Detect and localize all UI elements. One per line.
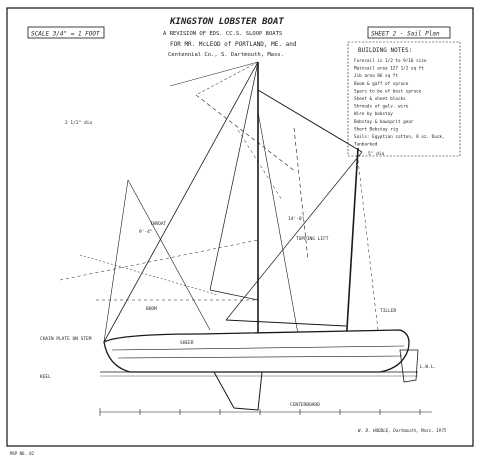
notes-line: Short Bobstay rig — [354, 126, 398, 132]
notes-line: Shrouds of galv. wire — [354, 104, 409, 110]
building-notes: BUILDING NOTES: Foresail is 1/2 to 9/16 … — [347, 41, 461, 157]
label-tiller: TILLER — [380, 308, 397, 314]
label-throat: THROAT — [150, 221, 167, 227]
mainmast — [345, 147, 359, 346]
drawn-by-signature: W. D. HUDDLE, Dartmouth, Mass. 1975 — [358, 428, 447, 433]
notes-heading: BUILDING NOTES: — [358, 47, 412, 54]
label-boom: BOOM — [146, 306, 157, 312]
label-jib-luff: 9'-4" — [139, 229, 153, 235]
notes-line: Sails: Egyptian cotton, 8 oz. Duck, — [354, 134, 445, 140]
station-baseline — [99, 408, 432, 416]
notes-line: Wire by bobstay — [354, 111, 393, 117]
label-keel: KEEL — [40, 374, 51, 380]
sheet-label: SHEET 2 - Sail Plan — [371, 31, 440, 38]
scale-box — [27, 26, 105, 39]
client-line: FOR MR. McLEOD of PORTLAND, ME. and — [170, 41, 297, 48]
notes-line: Bobstay & bowsprit gear — [354, 119, 414, 125]
label-main-luff: 14'-0" — [288, 216, 304, 222]
label-sheer: SHEER — [180, 340, 194, 346]
label-topping-lift: TOPPING LIFT — [296, 236, 329, 242]
label-centerboard: CENTERBOARD — [290, 402, 320, 408]
label-peak: 2 1/2" dia — [65, 120, 92, 126]
scale-label: SCALE 3/4" = 1 FOOT — [31, 31, 100, 38]
label-foremast-top: 5" dia — [368, 151, 385, 157]
sheet-stamp: MSP NO. 82 — [10, 451, 35, 456]
notes-line: Spars to be of best spruce — [354, 88, 422, 94]
drawing-subtitle: A REVISION OF EDS. CC.S. SLOOP BOATS — [163, 31, 282, 37]
notes-line: Tanbarked — [354, 142, 378, 148]
label-lwl: L.W.L. — [420, 364, 436, 370]
notes-line: Boom & gaff of spruce — [354, 81, 409, 87]
drawing-title: KINGSTON LOBSTER BOAT — [169, 17, 284, 27]
client-line-2: Centennial Co., S. Dartmouth, Mass. — [168, 52, 284, 58]
notes-line: Foresail is 1/2 to 9/16 size — [354, 58, 427, 64]
sheet-box — [367, 26, 451, 39]
hull — [100, 329, 419, 411]
notes-line: Jib area 86 sq ft — [354, 73, 398, 79]
notes-line: Mainsail area 127 1/2 sq ft — [354, 66, 424, 72]
rigging — [59, 61, 379, 346]
notes-line: Sheet & sheet blocks — [354, 96, 406, 102]
sheet-border — [6, 7, 474, 447]
label-hull-note: CHAIN PLATE ON STEM — [40, 336, 92, 342]
